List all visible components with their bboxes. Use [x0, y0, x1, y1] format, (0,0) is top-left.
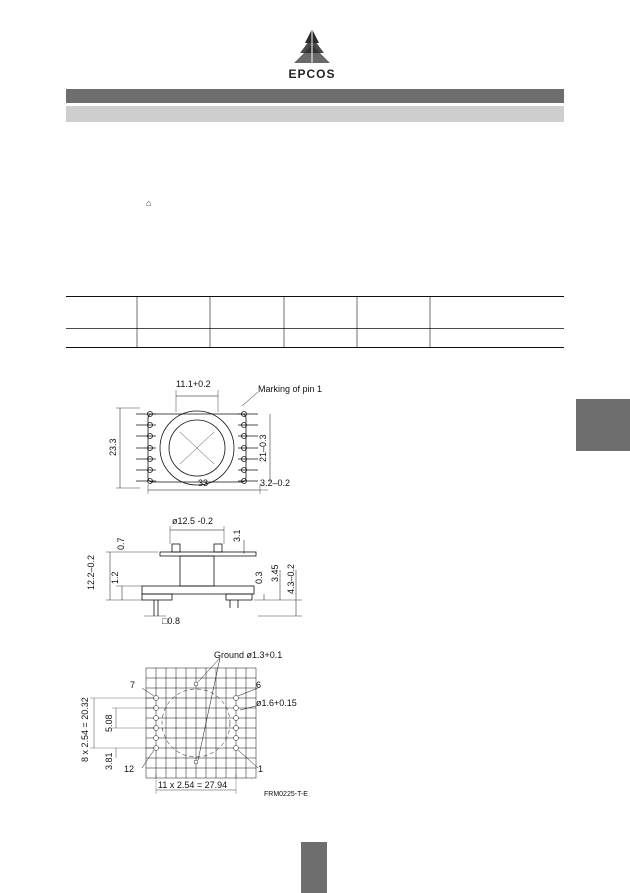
pin-1-label: 1 — [258, 764, 263, 774]
ground-label: Ground ø1.3+0.1 — [214, 650, 282, 660]
pin-7-label: 7 — [130, 680, 135, 690]
side-view — [106, 526, 302, 617]
pcb-grid — [90, 657, 259, 794]
dim-vertical-pitch: 8 x 2.54 = 20.32 — [80, 697, 90, 762]
dim-top-width: 11.1+0.2 — [176, 379, 211, 389]
pin-12-label: 12 — [124, 764, 134, 774]
title-bar — [66, 89, 564, 103]
dim-left-height: 23.3 — [108, 438, 118, 456]
dim-3-81: 3.81 — [104, 752, 114, 770]
logo-wordmark: EPCOS — [288, 67, 336, 81]
technical-drawing: 11.1+0.2 Marking of pin 1 23.3 21–0.3 33… — [80, 372, 340, 804]
dim-0-3: 0.3 — [254, 571, 264, 584]
dim-side-height: 12.2–0.2 — [86, 555, 96, 590]
page-tab — [301, 842, 327, 893]
marking-of-pin-1-label: Marking of pin 1 — [258, 384, 322, 394]
left-pins — [136, 411, 156, 484]
chapter-tab — [576, 399, 630, 451]
dim-diameter: ø12.5 -0.2 — [172, 516, 213, 526]
pin-6-label: 6 — [256, 680, 261, 690]
dim-4-3: 4.3–0.2 — [286, 564, 296, 594]
drawing-code: FRM0225-T-E — [264, 791, 308, 798]
epcos-logo: EPCOS — [272, 25, 352, 85]
right-pins — [238, 411, 258, 484]
dim-pin-size: □0.8 — [162, 616, 180, 626]
dim-0-7: 0.7 — [116, 537, 126, 550]
top-view — [116, 390, 271, 494]
dim-5-08: 5.08 — [104, 714, 114, 732]
dim-1-2: 1.2 — [110, 571, 120, 584]
ordering-table — [66, 296, 564, 348]
dim-right-offset: 3.2–0.2 — [260, 478, 290, 488]
dim-horizontal-pitch: 11 x 2.54 = 27.94 — [158, 780, 227, 790]
epcos-logo-mark — [294, 29, 330, 65]
dim-3-45: 3.45 — [270, 564, 280, 582]
dim-total-width: 33 — [198, 478, 208, 488]
subtitle-bar — [66, 106, 564, 122]
dim-3-1: 3.1 — [232, 529, 242, 542]
dim-right-height: 21–0.3 — [258, 434, 268, 462]
hole-diameter-label: ø1.6+0.15 — [256, 698, 297, 708]
header-glyph: ⌂ — [146, 198, 152, 208]
